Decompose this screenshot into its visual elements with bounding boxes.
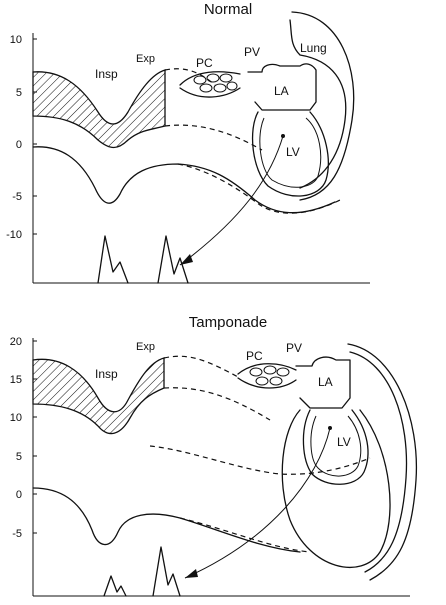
heart-outline <box>281 409 391 568</box>
flow-arrow <box>184 427 331 579</box>
lv-point <box>281 134 285 138</box>
label-la: LA <box>318 375 333 389</box>
tick-label: 10 <box>10 412 22 424</box>
tick-label: -10 <box>6 229 22 241</box>
pulse-spike <box>97 235 129 284</box>
left-ventricle <box>251 111 329 197</box>
tick-label: 5 <box>16 451 22 463</box>
label-la: LA <box>274 84 289 98</box>
panel-normal: Normal 10 5 0 -5 -10 Insp <box>6 1 370 284</box>
lv-dashed-lower <box>149 445 371 475</box>
label-pv: PV <box>286 341 302 355</box>
lv-inner-wall <box>259 117 322 188</box>
intrathoracic-curve <box>32 146 336 214</box>
arrowhead-icon <box>185 569 198 578</box>
panel-tamponade: Tamponade 20 15 10 5 0 -5 <box>10 314 418 597</box>
pulse-spike <box>103 575 127 597</box>
tick-label: -5 <box>12 528 22 540</box>
y-ticks: 20 15 10 5 0 -5 <box>10 336 37 540</box>
tick-label: -5 <box>12 191 22 203</box>
panel-title: Normal <box>204 1 252 18</box>
label-insp: Insp <box>95 67 118 81</box>
pulmonary-capillary <box>179 71 241 98</box>
lv-point <box>328 426 332 430</box>
label-lung: Lung <box>300 41 327 55</box>
lv-curve-dashed <box>163 387 271 421</box>
pulse-spike <box>152 546 181 597</box>
tick-label: 0 <box>16 139 22 151</box>
intrathoracic-dashed <box>179 517 311 553</box>
tick-label: 15 <box>10 374 22 386</box>
label-exp: Exp <box>136 341 155 353</box>
pericardium-outer <box>347 343 418 581</box>
label-exp: Exp <box>136 53 155 65</box>
tick-label: 5 <box>16 87 22 99</box>
lung-outline <box>291 11 355 201</box>
left-atrium <box>247 63 317 111</box>
arrowhead-icon <box>180 254 193 265</box>
pericardium-inner <box>349 351 408 573</box>
label-pc: PC <box>196 56 213 70</box>
label-pc: PC <box>246 349 263 363</box>
label-lv: LV <box>337 435 351 449</box>
left-ventricle <box>302 409 369 485</box>
lv-curve-dashed <box>164 124 263 151</box>
gradient-band <box>32 357 165 435</box>
tick-label: 10 <box>10 34 22 46</box>
intrathoracic-dashed <box>177 163 341 214</box>
y-ticks: 10 5 0 -5 -10 <box>6 34 37 241</box>
intrathoracic-curve <box>32 487 301 553</box>
pulse-spike <box>157 235 189 284</box>
lv-inner-wall <box>310 415 362 477</box>
label-pv: PV <box>244 45 260 59</box>
lung-inner <box>289 19 347 189</box>
label-lv: LV <box>286 145 300 159</box>
label-insp: Insp <box>95 367 118 381</box>
panel-title: Tamponade <box>189 314 267 331</box>
left-atrium <box>295 356 351 409</box>
gradient-band <box>32 69 166 149</box>
tick-label: 0 <box>16 489 22 501</box>
pulmonary-capillary <box>237 363 297 389</box>
upper-curve-dashed <box>163 355 241 379</box>
tick-label: 20 <box>10 336 22 348</box>
flow-arrow <box>179 135 284 266</box>
